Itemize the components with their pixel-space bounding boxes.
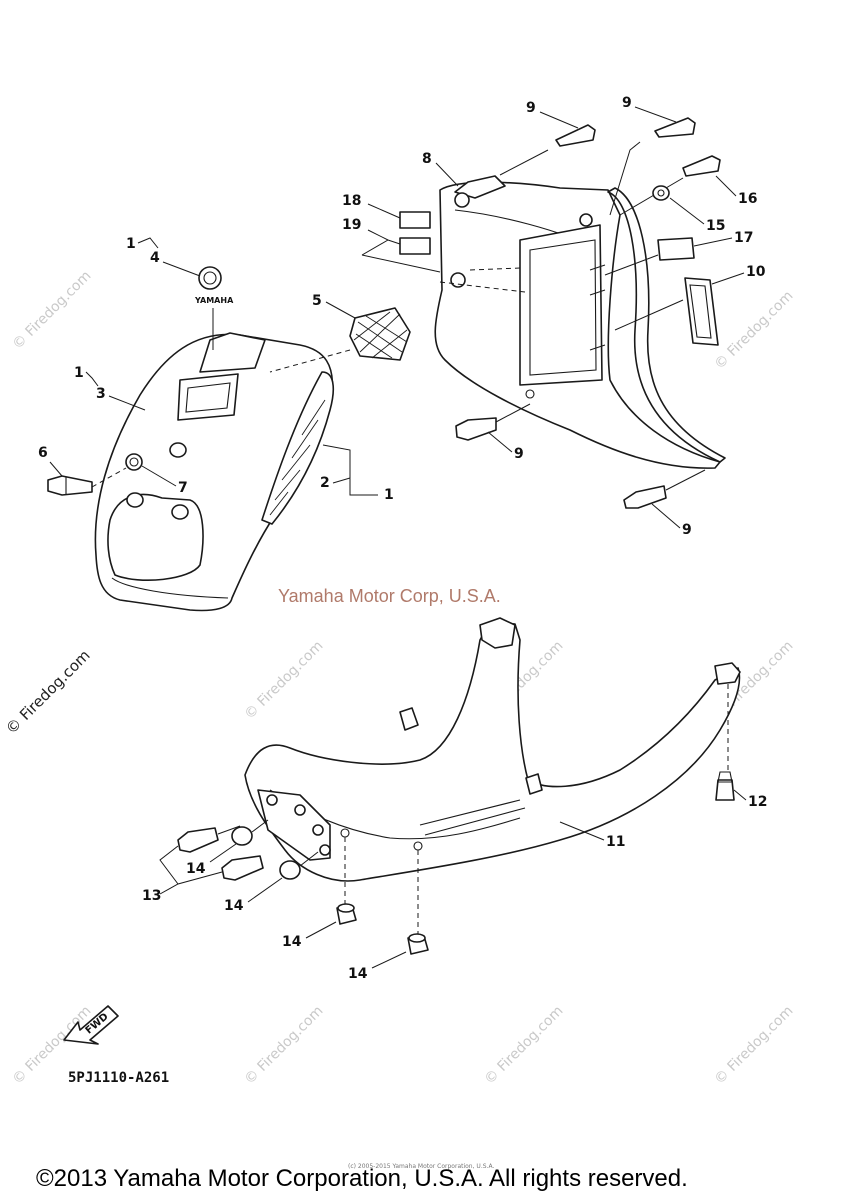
screw-9-upper-left xyxy=(499,124,596,176)
callout-2: 2 xyxy=(320,475,330,491)
screw-9-lower-right xyxy=(623,469,706,509)
pad-17 xyxy=(604,237,695,276)
screw-12 xyxy=(715,771,735,801)
callout-7: 7 xyxy=(178,480,188,496)
callout-16: 16 xyxy=(738,191,757,207)
callout-5: 5 xyxy=(312,293,322,309)
callout-8: 8 xyxy=(422,151,432,167)
callout-18: 18 xyxy=(342,193,361,209)
callout-12: 12 xyxy=(748,794,767,810)
grommet-14-b xyxy=(279,851,319,880)
small-copyright: (c) 2005-2015 Yamaha Motor Corporation, … xyxy=(348,1163,494,1170)
pad-10 xyxy=(614,277,719,346)
pad-18 xyxy=(399,211,431,229)
copyright-notice: ©2013 Yamaha Motor Corporation, U.S.A. A… xyxy=(36,1165,688,1192)
washer-15 xyxy=(652,185,670,201)
watermark: © Firedog.com xyxy=(10,268,95,353)
watermark: © Firedog.com xyxy=(712,1003,797,1088)
fwd-arrow-icon: FWD xyxy=(63,1005,119,1045)
bolt-13-lower xyxy=(221,855,264,881)
watermark: © Firedog.com xyxy=(482,1003,567,1088)
callout-13: 13 xyxy=(142,888,161,904)
callout-1: 1 xyxy=(74,365,84,381)
callout-9: 9 xyxy=(526,100,536,116)
grommet-14-c xyxy=(336,903,357,925)
callout-1: 1 xyxy=(384,487,394,503)
diagram-code: 5PJ1110-A261 xyxy=(68,1070,169,1086)
callout-11: 11 xyxy=(606,834,625,850)
footrest-board xyxy=(244,617,741,935)
watermark: © Firedog.com xyxy=(242,1003,327,1088)
callout-14: 14 xyxy=(224,898,244,914)
screw-9-lower-left xyxy=(455,403,531,441)
front-cover: YAMAHA xyxy=(47,266,411,612)
emblem-text: YAMAHA xyxy=(194,296,234,305)
pad-19 xyxy=(361,237,441,273)
callout-10: 10 xyxy=(746,264,766,280)
grommet-14-d xyxy=(407,933,429,955)
callout-14: 14 xyxy=(282,934,302,950)
screw-16 xyxy=(619,155,721,216)
callout-labels: 1 4 1 3 5 6 7 2 1 8 9 9 9 9 10 11 12 13 xyxy=(38,95,767,982)
yamaha-emblem-icon: YAMAHA xyxy=(194,266,234,350)
leg-shield xyxy=(434,175,726,469)
callout-15: 15 xyxy=(706,218,725,234)
watermark: © Firedog.com xyxy=(2,646,94,738)
watermark: © Firedog.com xyxy=(712,288,797,373)
callout-9: 9 xyxy=(514,446,524,462)
callout-6: 6 xyxy=(38,445,48,461)
watermark: © Firedog.com xyxy=(242,638,327,723)
callout-1: 1 xyxy=(126,236,136,252)
callout-14: 14 xyxy=(348,966,368,982)
grommet-14-a xyxy=(231,819,269,846)
callout-9: 9 xyxy=(682,522,692,538)
callout-9: 9 xyxy=(622,95,632,111)
callout-4: 4 xyxy=(150,250,160,266)
bolt-13-upper xyxy=(177,825,241,853)
callout-3: 3 xyxy=(96,386,106,402)
callout-17: 17 xyxy=(734,230,753,246)
watermark-layer: © Firedog.com © Firedog.com © Firedog.co… xyxy=(2,268,796,1088)
credit-text: Yamaha Motor Corp, U.S.A. xyxy=(278,586,501,606)
reflector-lens xyxy=(269,307,411,373)
callout-19: 19 xyxy=(342,217,361,233)
screw-9-upper-right xyxy=(609,117,696,216)
washer-7 xyxy=(125,453,143,471)
callout-14: 14 xyxy=(186,861,206,877)
